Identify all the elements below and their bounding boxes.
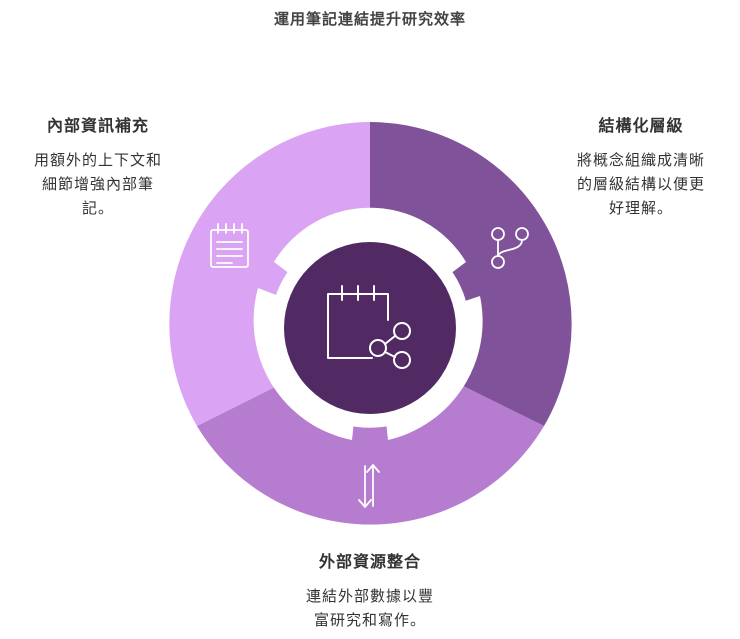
inner-ring-top <box>274 207 466 280</box>
label-external-resources-heading: 外部資源整合 <box>318 552 421 571</box>
segment-left <box>169 122 370 426</box>
segment-right <box>370 122 572 426</box>
calendar-share-icon <box>327 285 411 369</box>
label-line: 好理解。 <box>608 199 673 217</box>
label-line: 富研究和寫作。 <box>313 611 426 629</box>
notepad-icon <box>210 223 249 268</box>
label-internal-info-body: 用額外的上下文和 細節增強內部筆 記。 <box>8 148 188 220</box>
label-external-resources-body: 連結外部數據以豐 富研究和寫作。 <box>270 584 470 632</box>
label-line: 用額外的上下文和 <box>33 151 162 169</box>
label-structured-hierarchy: 結構化層級 將概念組織成清晰 的層級結構以便更 好理解。 <box>552 112 730 220</box>
center-circle <box>284 242 456 414</box>
up-down-arrows-icon <box>358 464 380 508</box>
segment-bottom <box>197 381 544 525</box>
label-line: 記。 <box>81 199 114 217</box>
label-line: 細節增強內部筆 <box>41 175 154 193</box>
label-structured-hierarchy-body: 將概念組織成清晰 的層級結構以便更 好理解。 <box>552 148 730 220</box>
branch-icon <box>491 227 529 269</box>
label-structured-hierarchy-heading: 結構化層級 <box>598 116 684 135</box>
label-external-resources: 外部資源整合 連結外部數據以豐 富研究和寫作。 <box>270 548 470 632</box>
label-internal-info-heading: 內部資訊補充 <box>46 116 149 135</box>
label-line: 的層級結構以便更 <box>576 175 705 193</box>
label-line: 連結外部數據以豐 <box>305 587 434 605</box>
label-line: 將概念組織成清晰 <box>576 151 705 169</box>
inner-ring-left <box>253 288 355 440</box>
diagram-title: 運用筆記連結提升研究效率 <box>273 10 466 28</box>
label-internal-info: 內部資訊補充 用額外的上下文和 細節增強內部筆 記。 <box>8 112 188 220</box>
